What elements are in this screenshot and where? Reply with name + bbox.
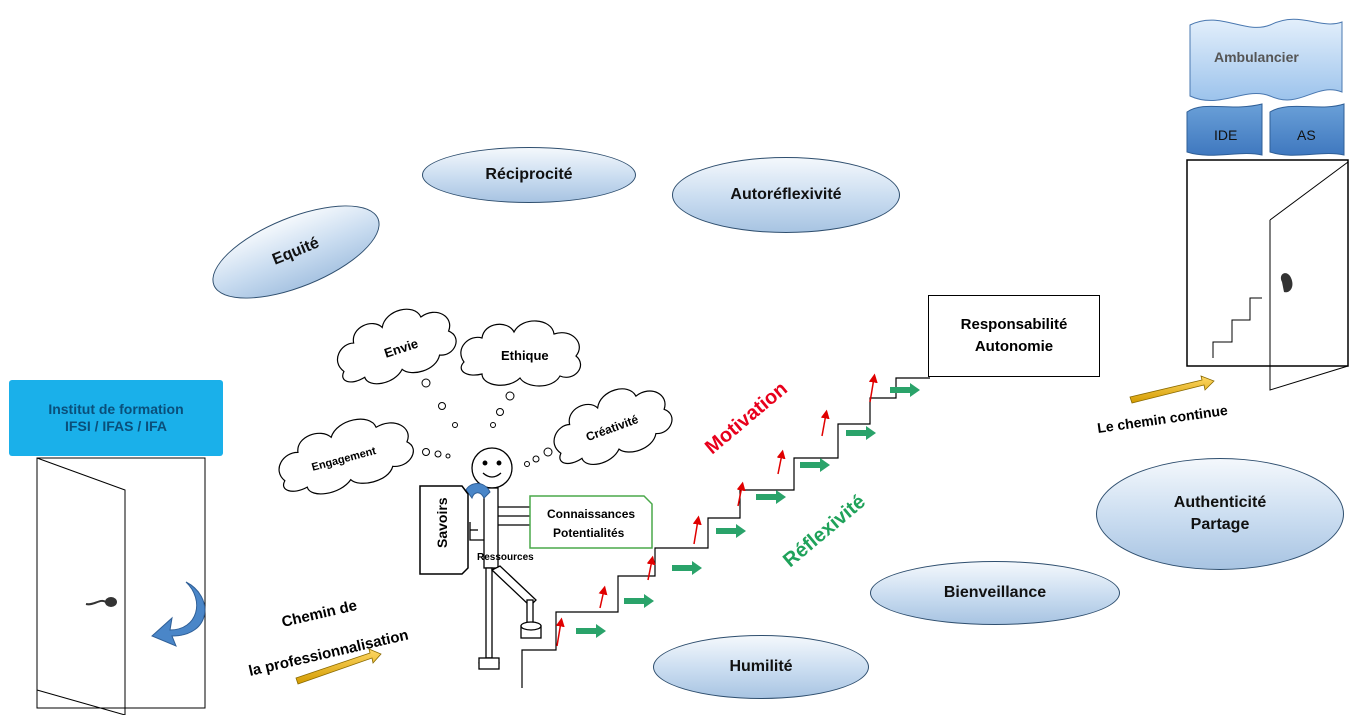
cloud-envie bbox=[336, 308, 457, 385]
exit-door bbox=[1186, 159, 1349, 391]
value-humilite-label: Humilité bbox=[729, 657, 793, 675]
value-authenticite-partage: Authenticité Partage bbox=[1096, 458, 1344, 570]
value-bienveillance: Bienveillance bbox=[870, 561, 1120, 625]
continue-arrow-icon bbox=[1129, 375, 1215, 404]
value-equite-label: Equité bbox=[269, 234, 322, 269]
value-autoreflexivite-label: Autoréflexivité bbox=[730, 185, 842, 203]
ressources-label: Ressources bbox=[477, 552, 534, 563]
value-authenticite-label: Authenticité bbox=[1173, 493, 1267, 511]
value-partage-label: Partage bbox=[1190, 516, 1250, 533]
path-label-line1: Chemin de bbox=[280, 597, 359, 631]
curved-arrow-icon bbox=[151, 581, 206, 647]
savoirs-backpack bbox=[419, 485, 469, 575]
staircase bbox=[521, 377, 930, 688]
cloud-ethique bbox=[460, 320, 582, 387]
as-label: AS bbox=[1297, 127, 1316, 143]
cloud-engagement bbox=[278, 418, 414, 495]
ide-banner bbox=[1186, 103, 1263, 156]
backpack-strap-icon bbox=[465, 483, 491, 500]
ambulancier-banner bbox=[1189, 18, 1343, 101]
green-reflexivite-arrows bbox=[576, 383, 920, 638]
value-reciprocite-label: Réciprocité bbox=[485, 165, 573, 183]
as-banner bbox=[1269, 103, 1345, 156]
potentialites-label: Potentialités bbox=[553, 526, 625, 540]
knowledge-box bbox=[529, 495, 653, 549]
path-arrow-icon bbox=[295, 648, 382, 685]
value-autoreflexivite: Autoréflexivité bbox=[672, 157, 900, 233]
value-reciprocite: Réciprocité bbox=[422, 147, 636, 203]
cloud-creativite bbox=[553, 388, 673, 466]
goal-line1: Responsabilité bbox=[960, 315, 1068, 333]
red-motivation-arrows bbox=[555, 373, 878, 647]
thought-dots bbox=[421, 378, 553, 467]
institute-door bbox=[36, 457, 206, 715]
connaissances-label: Connaissances bbox=[547, 507, 635, 521]
institute-line2: IFSI / IFAS / IFA bbox=[65, 418, 167, 434]
value-bienveillance-label: Bienveillance bbox=[943, 583, 1047, 601]
value-humilite: Humilité bbox=[653, 635, 869, 699]
reflexivite-label: Réflexivité bbox=[779, 491, 870, 572]
goal-line2: Autonomie bbox=[974, 338, 1054, 355]
cloud-ethique-label: Ethique bbox=[501, 348, 549, 363]
motivation-label: Motivation bbox=[701, 378, 792, 459]
goal-box: Responsabilité Autonomie bbox=[928, 295, 1100, 377]
ide-label: IDE bbox=[1214, 127, 1237, 143]
institute-line1: Institut de formation bbox=[48, 400, 184, 417]
continue-label: Le chemin continue bbox=[1096, 402, 1229, 436]
ambulancier-label: Ambulancier bbox=[1214, 49, 1299, 65]
savoirs-label: Savoirs bbox=[434, 497, 450, 548]
person-figure bbox=[469, 447, 542, 670]
institute-banner: Institut de formation IFSI / IFAS / IFA bbox=[9, 380, 223, 456]
